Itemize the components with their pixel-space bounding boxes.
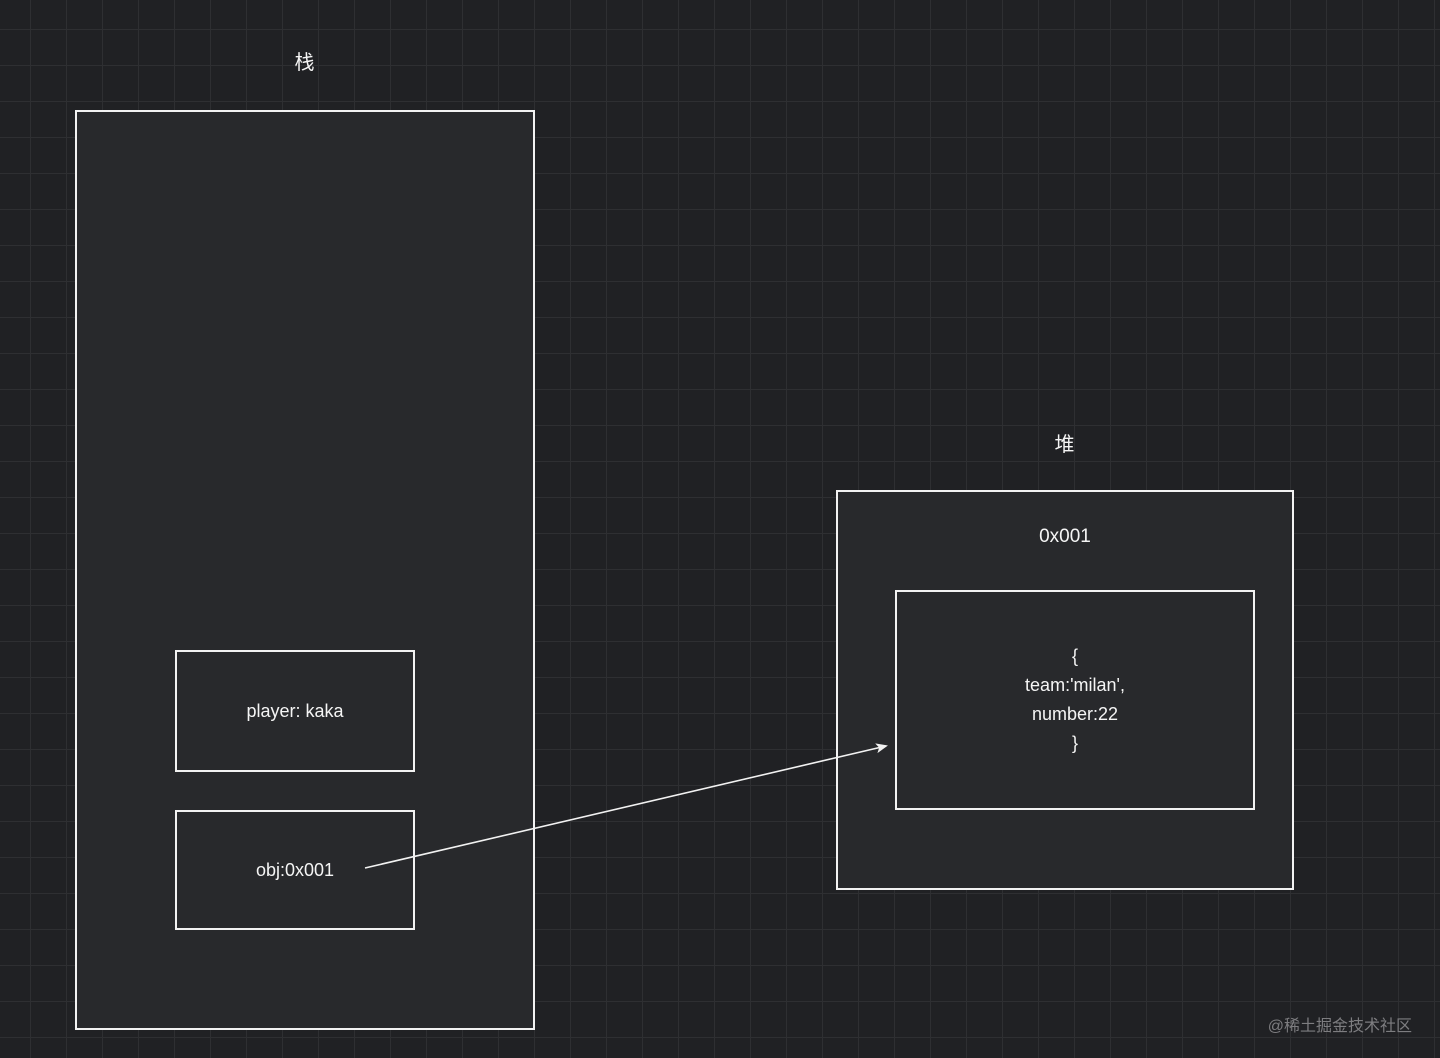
stack-item-obj-pointer: obj:0x001 [175, 810, 415, 930]
object-line-team: team:'milan', [1025, 675, 1125, 695]
heap-object-box: { team:'milan', number:22 } [895, 590, 1255, 810]
object-line-close-brace: } [1071, 733, 1078, 753]
heap-address-label: 0x001 [1039, 526, 1091, 547]
object-line-open-brace: { [1071, 646, 1078, 666]
heap-object-literal: { team:'milan', number:22 } [897, 592, 1253, 808]
stack-title: 栈 [294, 52, 316, 74]
object-line-number: number:22 [1031, 704, 1119, 724]
heap-title: 堆 [1054, 434, 1076, 456]
stack-item-player: player: kaka [175, 650, 415, 772]
watermark: @稀土掘金技术社区 [1267, 1018, 1412, 1035]
